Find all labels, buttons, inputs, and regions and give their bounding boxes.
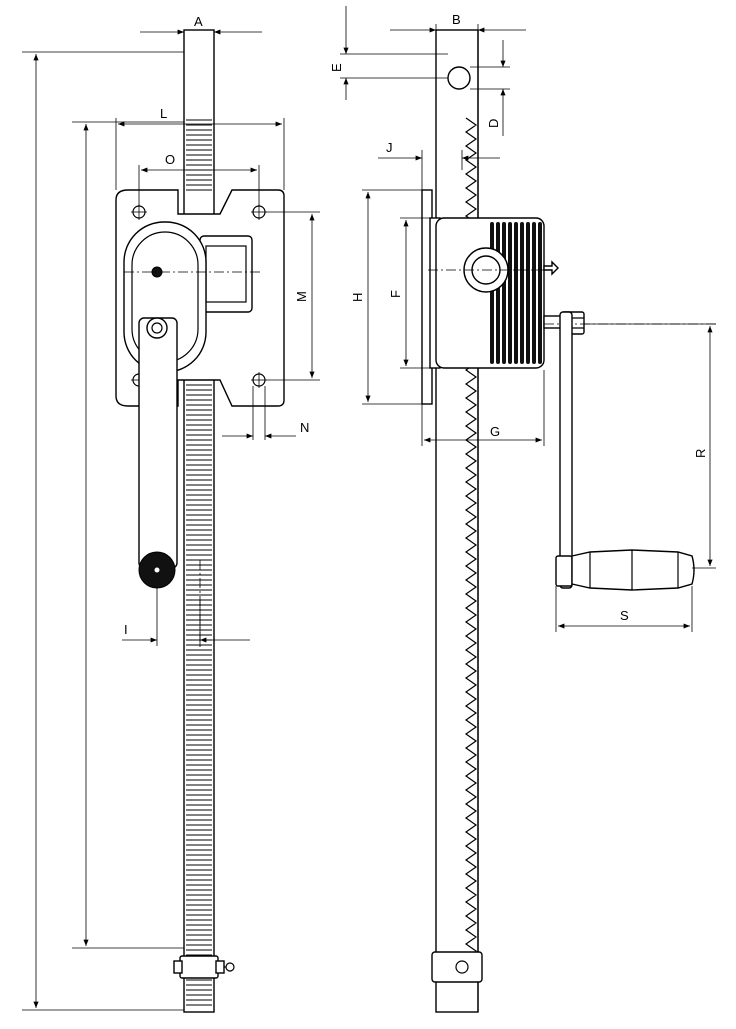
label-s: S xyxy=(620,608,629,623)
label-o: O xyxy=(165,152,175,167)
label-n: N xyxy=(300,420,309,435)
grease-nipple xyxy=(543,260,559,276)
side-crank-arm xyxy=(559,311,573,589)
label-a: A xyxy=(194,14,203,29)
label-l: L xyxy=(160,106,167,121)
mounting-hole xyxy=(251,372,267,388)
label-d: D xyxy=(486,119,501,128)
front-bottom-stop xyxy=(179,955,219,979)
front-dimensions xyxy=(22,29,320,1011)
front-rack-bar xyxy=(183,29,215,1013)
label-f: F xyxy=(388,290,403,298)
dimension-labels: A L O M N I B E D J H F G R S xyxy=(124,12,708,637)
label-j: J xyxy=(386,140,393,155)
label-r: R xyxy=(693,449,708,458)
crank-pivot xyxy=(146,317,168,339)
label-h: H xyxy=(350,293,365,302)
front-gear-housing xyxy=(199,235,253,313)
side-view xyxy=(421,29,716,1013)
side-dimensions xyxy=(340,6,716,632)
label-i: I xyxy=(124,622,128,637)
housing-fins xyxy=(490,222,542,364)
handle-grip xyxy=(571,549,695,591)
label-m: M xyxy=(294,291,309,302)
side-bottom-stop xyxy=(431,951,483,983)
handle-bolt xyxy=(555,555,573,587)
label-g: G xyxy=(490,424,500,439)
label-b: B xyxy=(452,12,461,27)
front-crank-arm xyxy=(138,317,178,569)
front-view xyxy=(115,29,285,1013)
side-top-hole xyxy=(447,66,471,90)
label-e: E xyxy=(329,63,344,72)
